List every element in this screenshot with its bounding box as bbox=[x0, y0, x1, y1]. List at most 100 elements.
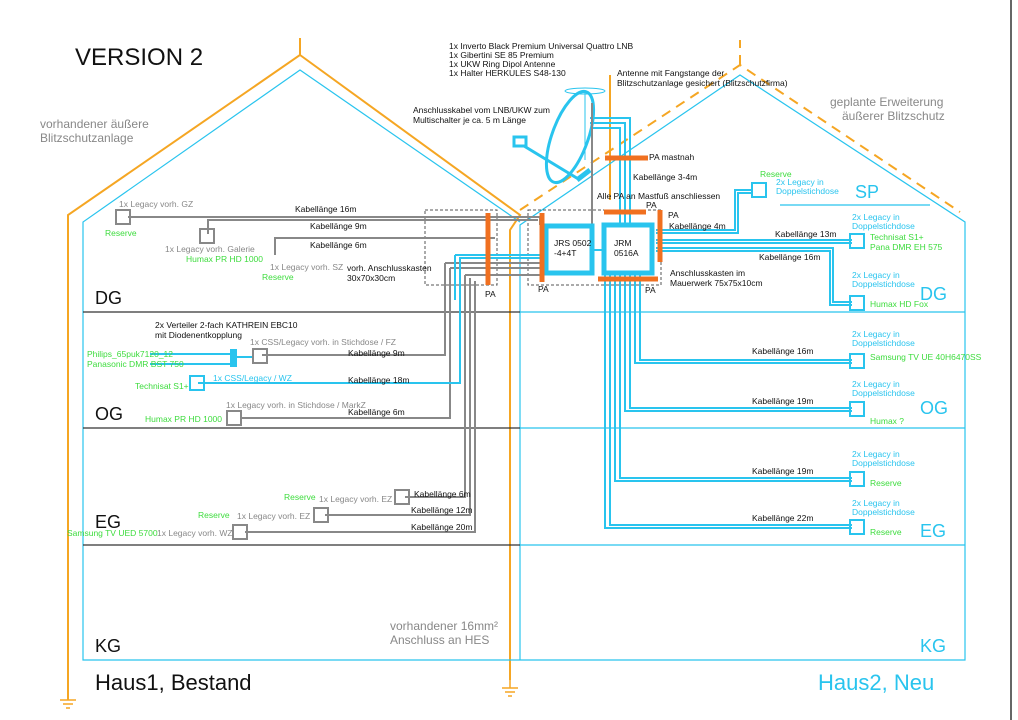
floor-label-kg: KG bbox=[95, 636, 121, 656]
house2-floor-kg: KG bbox=[920, 636, 946, 656]
svg-text:Kabellänge 18m: Kabellänge 18m bbox=[348, 375, 409, 385]
svg-text:Technisat S1+: Technisat S1+ bbox=[870, 232, 924, 242]
svg-text:Kabellänge 9m: Kabellänge 9m bbox=[348, 348, 405, 358]
lnb-cable-note: Anschlusskabel vom LNB/UKW zum bbox=[413, 105, 550, 115]
house2-lightning-label: geplante Erweiterung bbox=[830, 95, 943, 109]
svg-text:Panasonic DMR BST 750: Panasonic DMR BST 750 bbox=[87, 359, 184, 369]
house2-cables bbox=[454, 189, 852, 529]
house2-name: Haus2, Neu bbox=[818, 670, 934, 695]
old-box-label-2: 30x70x30cm bbox=[347, 273, 395, 283]
svg-text:Doppelstichdose: Doppelstichdose bbox=[852, 279, 915, 289]
svg-text:2x Legacy in: 2x Legacy in bbox=[852, 329, 900, 339]
house1-floor-lines bbox=[83, 311, 520, 546]
cable-length-3-4: Kabellänge 3-4m bbox=[633, 172, 697, 182]
svg-text:Reserve: Reserve bbox=[870, 478, 902, 488]
old-box-label: vorh. Anschlusskasten bbox=[347, 263, 432, 273]
svg-text:Kabellänge 19m: Kabellänge 19m bbox=[752, 396, 813, 406]
wz-outlet-icon bbox=[189, 375, 205, 391]
pa-label: PA bbox=[668, 210, 679, 220]
svg-text:Reserve: Reserve bbox=[870, 527, 902, 537]
svg-text:Doppelstichdose: Doppelstichdose bbox=[852, 388, 915, 398]
lnb-cables bbox=[590, 103, 631, 225]
svg-text:Kabellänge 6m: Kabellänge 6m bbox=[310, 240, 367, 250]
svg-text:1x Legacy vorh. SZ: 1x Legacy vorh. SZ bbox=[270, 262, 343, 272]
svg-text:Doppelstichdose: Doppelstichdose bbox=[852, 338, 915, 348]
house2-outlet-icons bbox=[751, 182, 865, 535]
svg-text:Pana DMR EH 575: Pana DMR EH 575 bbox=[870, 242, 943, 252]
antenna-note: Antenne mit Fangstange der bbox=[617, 68, 724, 78]
house2-floor-dg: DG bbox=[920, 284, 947, 304]
house1-lightning-outline bbox=[67, 38, 611, 700]
svg-text:Kabellänge 9m: Kabellänge 9m bbox=[310, 221, 367, 231]
new-box-label: Anschlusskasten im bbox=[670, 268, 745, 278]
floor-label-og: OG bbox=[95, 404, 123, 424]
house1-lightning-label: vorhandener äußere bbox=[40, 117, 149, 131]
svg-text:1x UKW Ring Dipol Antenne: 1x UKW Ring Dipol Antenne bbox=[449, 59, 556, 69]
svg-text:Doppelstichdose: Doppelstichdose bbox=[852, 221, 915, 231]
svg-text:Doppelstichdose: Doppelstichdose bbox=[852, 507, 915, 517]
svg-text:Kabellänge 6m: Kabellänge 6m bbox=[414, 489, 471, 499]
floor-label-dg: DG bbox=[95, 288, 122, 308]
floor-label-eg: EG bbox=[95, 512, 121, 532]
splitter-icon bbox=[230, 349, 237, 367]
house2-outline bbox=[519, 74, 966, 661]
wz-cable bbox=[198, 257, 545, 384]
svg-text:1x CSS/Legacy vorh. in Stichdo: 1x CSS/Legacy vorh. in Stichdose / FZ bbox=[250, 337, 396, 347]
svg-text:Humax PR HD 1000: Humax PR HD 1000 bbox=[145, 414, 222, 424]
svg-text:Doppelstichdose: Doppelstichdose bbox=[852, 458, 915, 468]
all-pa-note: Alle PA an Mastfuß anschliessen bbox=[597, 191, 720, 201]
pa-bars bbox=[485, 209, 663, 285]
svg-text:Samsung TV UED 5700: Samsung TV UED 5700 bbox=[67, 528, 158, 538]
svg-text:Kabellänge 19m: Kabellänge 19m bbox=[752, 466, 813, 476]
svg-text:1x Legacy vorh. WZ: 1x Legacy vorh. WZ bbox=[157, 528, 233, 538]
svg-text:1x Gibertini SE 85 Premium: 1x Gibertini SE 85 Premium bbox=[449, 50, 554, 60]
house1-outlet-icons bbox=[115, 209, 410, 540]
svg-text:Humax PR HD 1000: Humax PR HD 1000 bbox=[186, 254, 263, 264]
svg-text:Philips_65puk7120_12: Philips_65puk7120_12 bbox=[87, 349, 173, 359]
new-box-label-2: Mauerwerk 75x75x10cm bbox=[670, 278, 763, 288]
svg-text:2x Verteiler 2-fach KATHREIN E: 2x Verteiler 2-fach KATHREIN EBC10 bbox=[155, 320, 298, 330]
satellite-dish-icon bbox=[512, 87, 606, 185]
svg-text:2x Legacy in: 2x Legacy in bbox=[852, 212, 900, 222]
jrs-label: JRS 0502 bbox=[554, 238, 592, 248]
floor-label-sp: SP bbox=[855, 182, 879, 202]
ground-icon bbox=[60, 680, 518, 709]
pa-label: PA bbox=[485, 289, 496, 299]
svg-text:Reserve: Reserve bbox=[760, 169, 792, 179]
house2-lightning-label-2: äußerer Blitzschutz bbox=[842, 109, 945, 123]
antenna-parts-list: 1x Inverto Black Premium Universal Quatt… bbox=[449, 41, 634, 78]
jrm-label: JRM bbox=[614, 238, 631, 248]
svg-text:Kabellänge 12m: Kabellänge 12m bbox=[411, 505, 472, 515]
svg-text:Kabellänge 20m: Kabellänge 20m bbox=[411, 522, 472, 532]
svg-text:2x Legacy in: 2x Legacy in bbox=[852, 270, 900, 280]
svg-text:2x Legacy in: 2x Legacy in bbox=[852, 498, 900, 508]
svg-text:Humax ?: Humax ? bbox=[870, 416, 904, 426]
svg-text:1x Legacy vorh. Galerie: 1x Legacy vorh. Galerie bbox=[165, 244, 255, 254]
house2-floor-og: OG bbox=[920, 398, 948, 418]
svg-text:Kabellänge 16m: Kabellänge 16m bbox=[759, 252, 820, 262]
jrs-label-2: -4+4T bbox=[554, 248, 576, 258]
svg-text:Reserve: Reserve bbox=[262, 272, 294, 282]
svg-text:Reserve: Reserve bbox=[105, 228, 137, 238]
svg-text:Doppelstichdose: Doppelstichdose bbox=[776, 186, 839, 196]
svg-text:2x Legacy in: 2x Legacy in bbox=[776, 177, 824, 187]
svg-text:mit Diodenentkopplung: mit Diodenentkopplung bbox=[155, 330, 242, 340]
house1-outline bbox=[82, 69, 521, 661]
hes-note-2: Anschluss an HES bbox=[390, 633, 489, 647]
svg-text:1x Legacy vorh. EZ: 1x Legacy vorh. EZ bbox=[237, 511, 310, 521]
svg-text:Reserve: Reserve bbox=[198, 510, 230, 520]
version-title: VERSION 2 bbox=[75, 44, 203, 71]
svg-text:Kabellänge 16m: Kabellänge 16m bbox=[752, 346, 813, 356]
jrs-multiswitch bbox=[543, 223, 595, 276]
jrm-multiswitch bbox=[601, 222, 655, 276]
house2-outlet-labels: Reserve 2x Legacy in Doppelstichdose Kab… bbox=[669, 169, 982, 537]
svg-text:Kabellänge 13m: Kabellänge 13m bbox=[775, 229, 836, 239]
antenna-note-2: Blitzschutzanlage gesichert (Blitzschutz… bbox=[617, 78, 788, 88]
jrm-label-2: 0516A bbox=[614, 248, 639, 258]
house1-lightning-label-2: Blitzschutzanlage bbox=[40, 131, 134, 145]
pa-label: PA bbox=[645, 285, 656, 295]
hes-note: vorhandener 16mm² bbox=[390, 619, 498, 633]
svg-text:Technisat S1+: Technisat S1+ bbox=[135, 381, 189, 391]
svg-text:Humax HD Fox: Humax HD Fox bbox=[870, 299, 929, 309]
